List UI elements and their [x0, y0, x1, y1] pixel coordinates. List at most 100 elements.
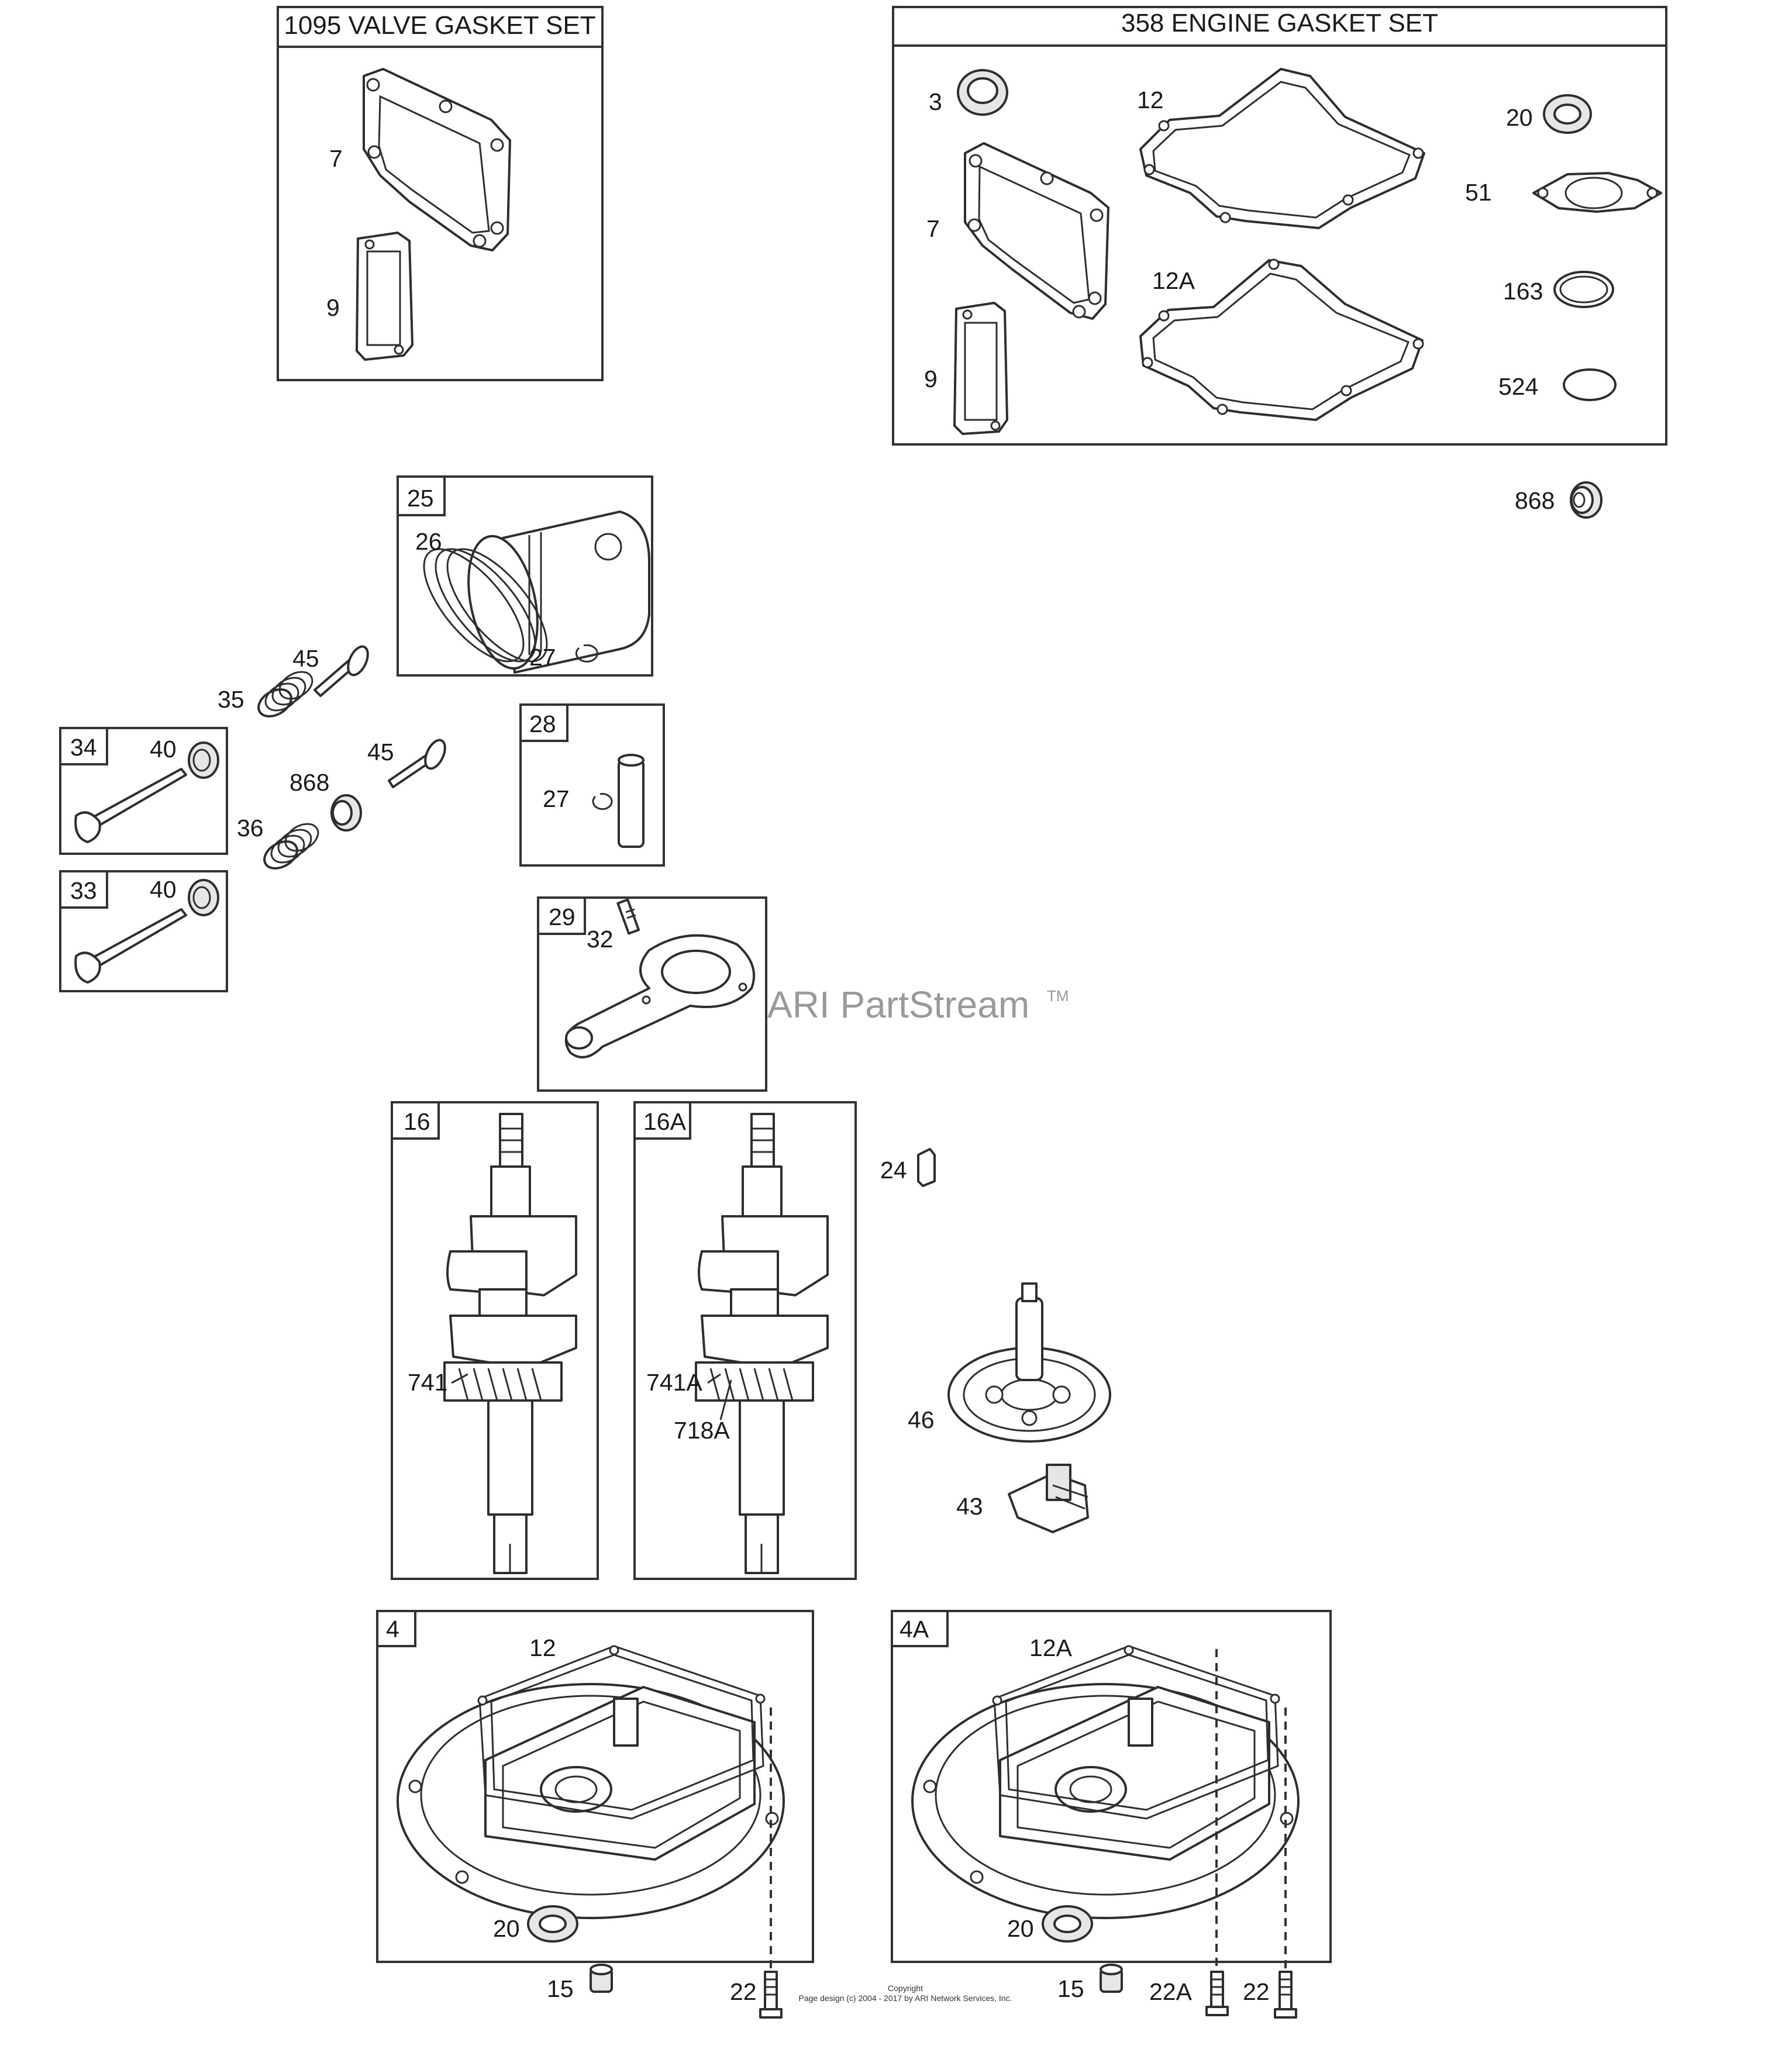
label-45b: 45: [367, 739, 394, 765]
exhaust-valve-box: 34: [59, 727, 228, 855]
valve-spring-35-part[interactable]: [254, 667, 317, 722]
valve-gasket-set-title: 1095 VALVE GASKET SET: [284, 11, 595, 40]
piston-pin-box: 28: [519, 703, 665, 867]
label-12: 12: [1137, 87, 1164, 113]
exhaust-gasket-part[interactable]: [1532, 172, 1662, 213]
intake-valve-box: 33: [59, 870, 228, 992]
sump-box-4: 4: [376, 1610, 814, 1963]
svg-text:ARI PartStream: ARI PartStream: [767, 984, 1029, 1026]
tag-4a: 4A: [900, 1616, 929, 1643]
ring-163-part[interactable]: [1553, 271, 1614, 308]
piston-pin-part[interactable]: [618, 754, 645, 848]
label-7: 7: [329, 145, 343, 172]
label-24: 24: [880, 1157, 907, 1184]
label-868-mid: 868: [290, 769, 329, 796]
label-15b: 15: [1057, 1975, 1084, 2002]
label-46: 46: [908, 1406, 935, 1433]
copyright: Copyright Page design (c) 2004 - 2017 by…: [799, 1984, 1012, 2003]
label-27a: 27: [529, 644, 556, 671]
crankshaft-16-part[interactable]: [443, 1113, 577, 1574]
seal-20-sump-b-part[interactable]: [1042, 1905, 1093, 1943]
label-741: 741: [408, 1369, 447, 1396]
label-12-sump: 12: [529, 1634, 556, 1661]
label-868-top: 868: [1515, 487, 1555, 514]
label-20: 20: [1506, 104, 1533, 131]
svg-text:Page design (c) 2004 - 2017 by: Page design (c) 2004 - 2017 by ARI Netwo…: [799, 1993, 1012, 2003]
retaining-ring-27b-part[interactable]: [592, 793, 613, 810]
piston-group-box: 25: [397, 475, 653, 677]
tag-28: 28: [529, 710, 556, 737]
camshaft-46-part[interactable]: [947, 1282, 1111, 1443]
label-524: 524: [1498, 373, 1538, 400]
bolt-22a-short-part[interactable]: [1205, 1971, 1229, 2016]
valve-gasket-set-box: 1095 VALVE GASKET SET 7 9: [277, 6, 604, 381]
label-20-sump-b: 20: [1007, 1915, 1034, 1942]
crankcase-gasket-12a-part[interactable]: [1139, 258, 1424, 421]
tag-25: 25: [407, 485, 434, 512]
label-40b: 40: [150, 876, 177, 903]
label-741a: 741A: [646, 1369, 702, 1396]
connecting-rod-part[interactable]: [564, 934, 756, 1058]
intake-valve-part[interactable]: [74, 908, 187, 984]
crankcase-gasket-part[interactable]: [1139, 68, 1425, 229]
label-7b: 7: [926, 215, 940, 242]
label-36: 36: [237, 815, 264, 841]
crankshaft-box-16: 16: [391, 1101, 599, 1580]
plug-15b-part[interactable]: [1100, 1964, 1123, 1993]
sump-box-4a: 4A: [891, 1610, 1332, 1963]
exhaust-valve-part[interactable]: [74, 768, 187, 843]
valve-45a-part[interactable]: [313, 644, 372, 697]
crankshaft-key-24-part[interactable]: [917, 1148, 936, 1187]
tag-33: 33: [70, 877, 97, 904]
valve-spring-36-part[interactable]: [260, 819, 323, 874]
watermark: ARI PartStream TM: [767, 984, 1069, 1026]
crankshaft-box-16a: 16A: [633, 1101, 857, 1580]
tag-29: 29: [549, 903, 575, 930]
rod-bolt-32-part[interactable]: [616, 898, 640, 935]
oil-seal-part[interactable]: [957, 69, 1008, 116]
valve-cover-gasket-part[interactable]: [356, 232, 413, 361]
label-12a-sump: 12A: [1029, 1634, 1073, 1661]
governor-43-part[interactable]: [1008, 1464, 1089, 1533]
valve-45b-part[interactable]: [388, 737, 449, 788]
valve-seal-868-part[interactable]: [1570, 481, 1603, 519]
retaining-ring-27a-part[interactable]: [575, 644, 598, 663]
head-gasket-part[interactable]: [964, 142, 1109, 320]
label-43: 43: [956, 1493, 983, 1520]
bolt-22b-part[interactable]: [1274, 1971, 1297, 2019]
tag-34: 34: [70, 734, 97, 761]
valve-keeper-40b-part[interactable]: [188, 879, 219, 916]
label-27b: 27: [543, 785, 570, 812]
ring-524-part[interactable]: [1563, 368, 1617, 401]
cylinder-head-gasket-part[interactable]: [363, 68, 511, 251]
label-163: 163: [1503, 278, 1543, 305]
label-9b: 9: [924, 365, 938, 392]
crankshaft-16a-part[interactable]: [695, 1113, 829, 1574]
label-26: 26: [415, 528, 442, 555]
bolt-22a-part[interactable]: [759, 1971, 783, 2019]
label-12a: 12A: [1152, 267, 1195, 294]
label-20-sump: 20: [493, 1915, 520, 1942]
plug-15a-part[interactable]: [590, 1964, 613, 1993]
sump-4-part[interactable]: [397, 1683, 785, 1919]
tag-16: 16: [404, 1108, 430, 1135]
seal-20-part[interactable]: [1543, 94, 1592, 134]
label-15a: 15: [547, 1975, 574, 2002]
label-718a: 718A: [674, 1417, 730, 1444]
valve-cover-gasket-9-part[interactable]: [953, 302, 1008, 435]
tag-4: 4: [386, 1616, 399, 1643]
valve-keeper-40a-part[interactable]: [188, 741, 219, 779]
sump-4a-part[interactable]: [911, 1683, 1300, 1919]
engine-gasket-set-box: 358 ENGINE GASKET SET 3 12 20: [892, 6, 1667, 446]
gasket-12a-sump-part[interactable]: [992, 1645, 1280, 1820]
label-22a: 22: [730, 1978, 757, 2005]
valve-seal-868b-part[interactable]: [330, 794, 362, 832]
label-40a: 40: [150, 736, 177, 763]
label-32: 32: [587, 926, 614, 953]
piston-rings-part[interactable]: [407, 533, 564, 677]
seal-20-sump-part[interactable]: [527, 1905, 578, 1943]
engine-gasket-set-title: 358 ENGINE GASKET SET: [1121, 9, 1438, 37]
label-22a-short: 22A: [1149, 1978, 1193, 2005]
gasket-12-part[interactable]: [477, 1645, 766, 1820]
